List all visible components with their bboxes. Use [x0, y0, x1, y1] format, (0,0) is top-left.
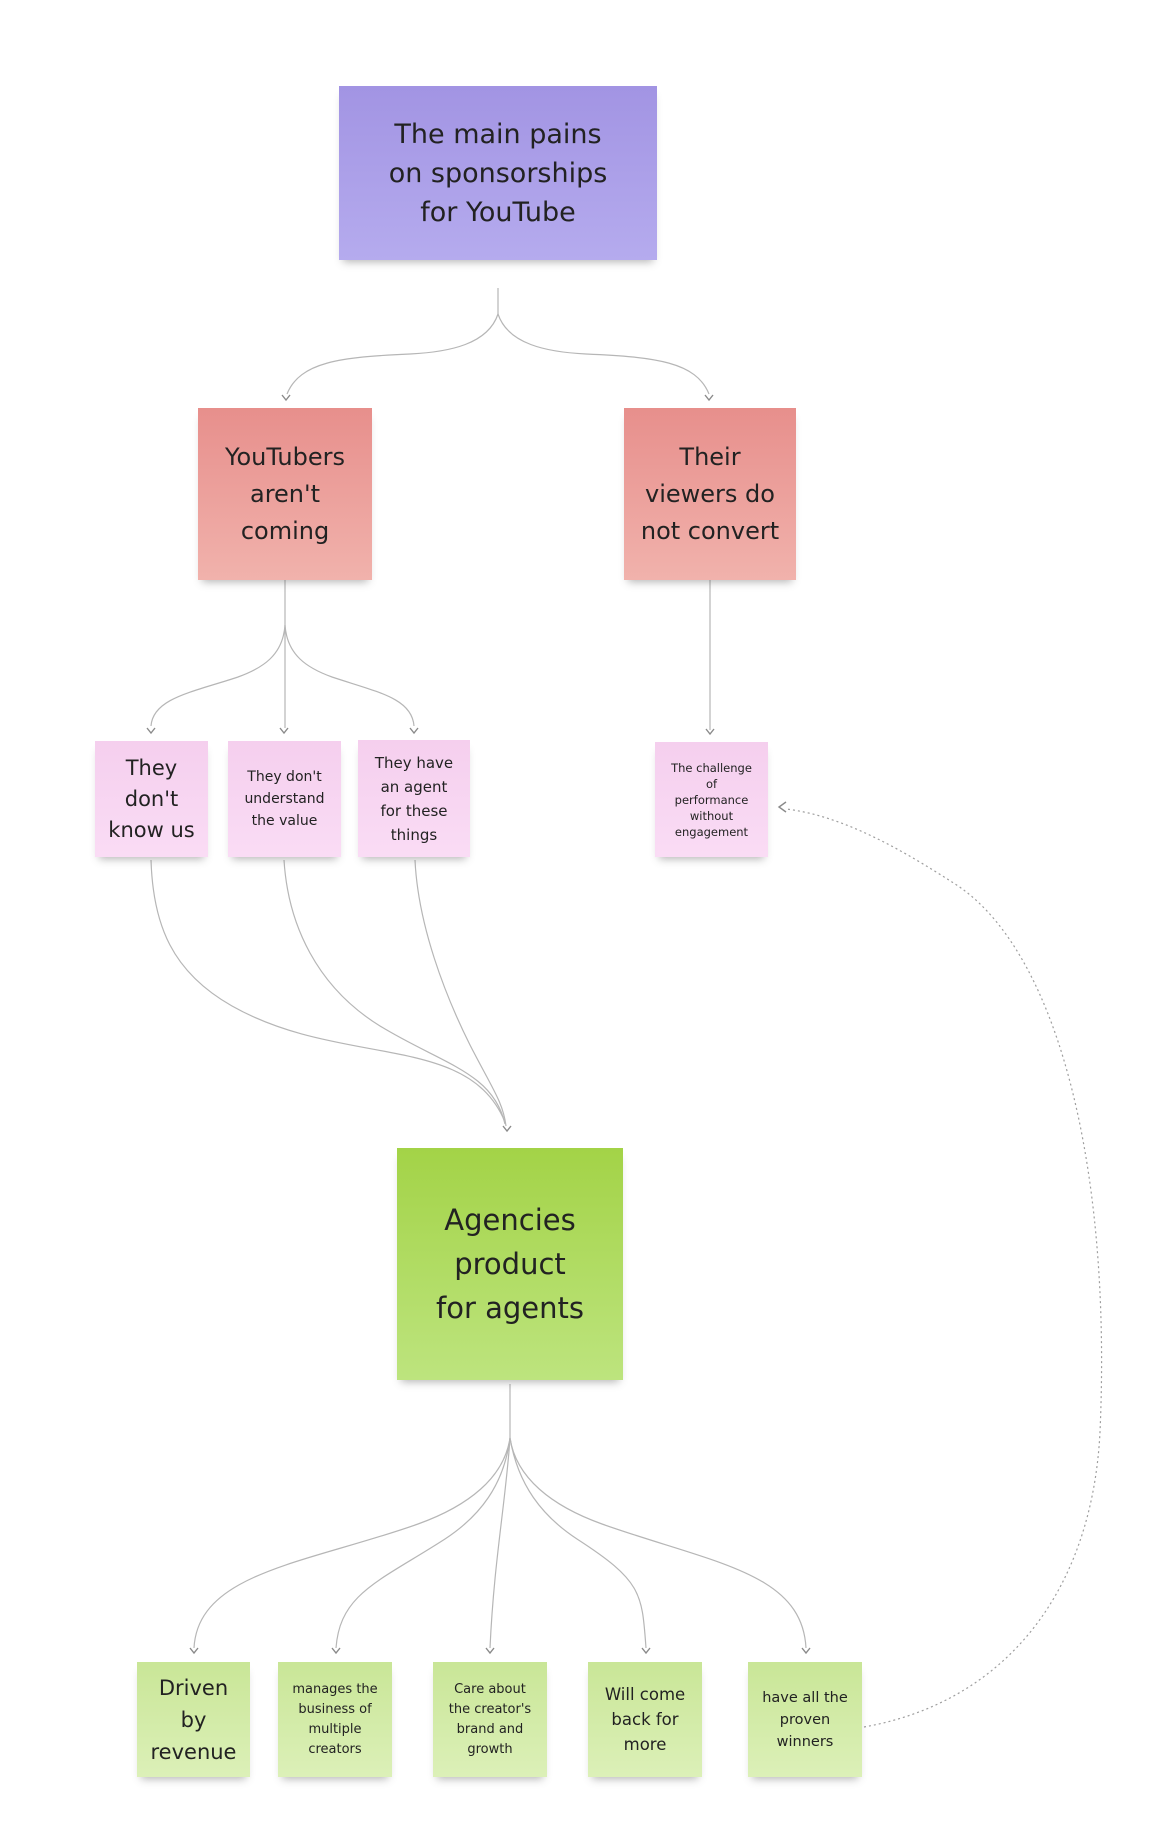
node-youtubers-arent-coming[interactable]: YouTubers aren't coming [198, 408, 372, 580]
node-driven-by-revenue[interactable]: Driven by revenue [137, 1662, 250, 1777]
connector-understand-to-agencies [283, 859, 506, 1125]
arrowhead-care [485, 1647, 495, 1655]
connector-root-to-youtubers [286, 313, 499, 395]
arrowhead-challenge-dotted [777, 801, 787, 813]
arrowhead-knowus [146, 727, 156, 735]
arrowhead-agencies [502, 1125, 512, 1133]
node-performance-challenge[interactable]: The challenge of performance without eng… [655, 742, 768, 857]
connector-agencies-to-winners [509, 1437, 807, 1649]
node-viewers-dont-convert[interactable]: Their viewers do not convert [624, 408, 796, 580]
connector-agent-to-agencies [414, 859, 507, 1127]
node-dont-understand-value[interactable]: They don't understand the value [228, 741, 341, 857]
node-care-brand-growth[interactable]: Care about the creator's brand and growt… [433, 1662, 547, 1777]
arrowhead-winners [801, 1647, 811, 1655]
node-agent-for-these-things[interactable]: They have an agent for these things [358, 740, 470, 857]
node-manages-business[interactable]: manages the business of multiple creator… [278, 1662, 392, 1777]
arrowhead-revenue [189, 1647, 199, 1655]
connector-winners-to-challenge-dotted [785, 808, 1103, 1728]
connector-agencies-to-manages [335, 1437, 511, 1649]
arrowhead-viewers [704, 394, 714, 402]
node-they-dont-know-us[interactable]: They don't know us [95, 741, 208, 857]
connector-youtubers-to-knowus [150, 624, 286, 727]
node-agencies-product[interactable]: Agencies product for agents [397, 1148, 623, 1380]
connector-youtubers-to-understand [284, 624, 415, 727]
connector-agencies-to-revenue [193, 1437, 511, 1649]
arrowhead-agent [409, 727, 419, 735]
arrowhead-youtubers [281, 394, 291, 402]
node-come-back-for-more[interactable]: Will come back for more [588, 1662, 702, 1777]
connector-knowus-to-agencies [150, 859, 506, 1123]
arrowhead-comeback [641, 1647, 651, 1655]
node-proven-winners[interactable]: have all the proven winners [748, 1662, 862, 1777]
connector-root-to-viewers [497, 313, 710, 395]
arrowhead-manages [331, 1647, 341, 1655]
connector-agencies-to-care [489, 1437, 511, 1649]
arrowhead-understand [279, 727, 289, 735]
connector-agencies-to-comeback [509, 1437, 647, 1649]
node-main-pains[interactable]: The main pains on sponsorships for YouTu… [339, 86, 657, 260]
arrowhead-challenge [705, 728, 715, 736]
